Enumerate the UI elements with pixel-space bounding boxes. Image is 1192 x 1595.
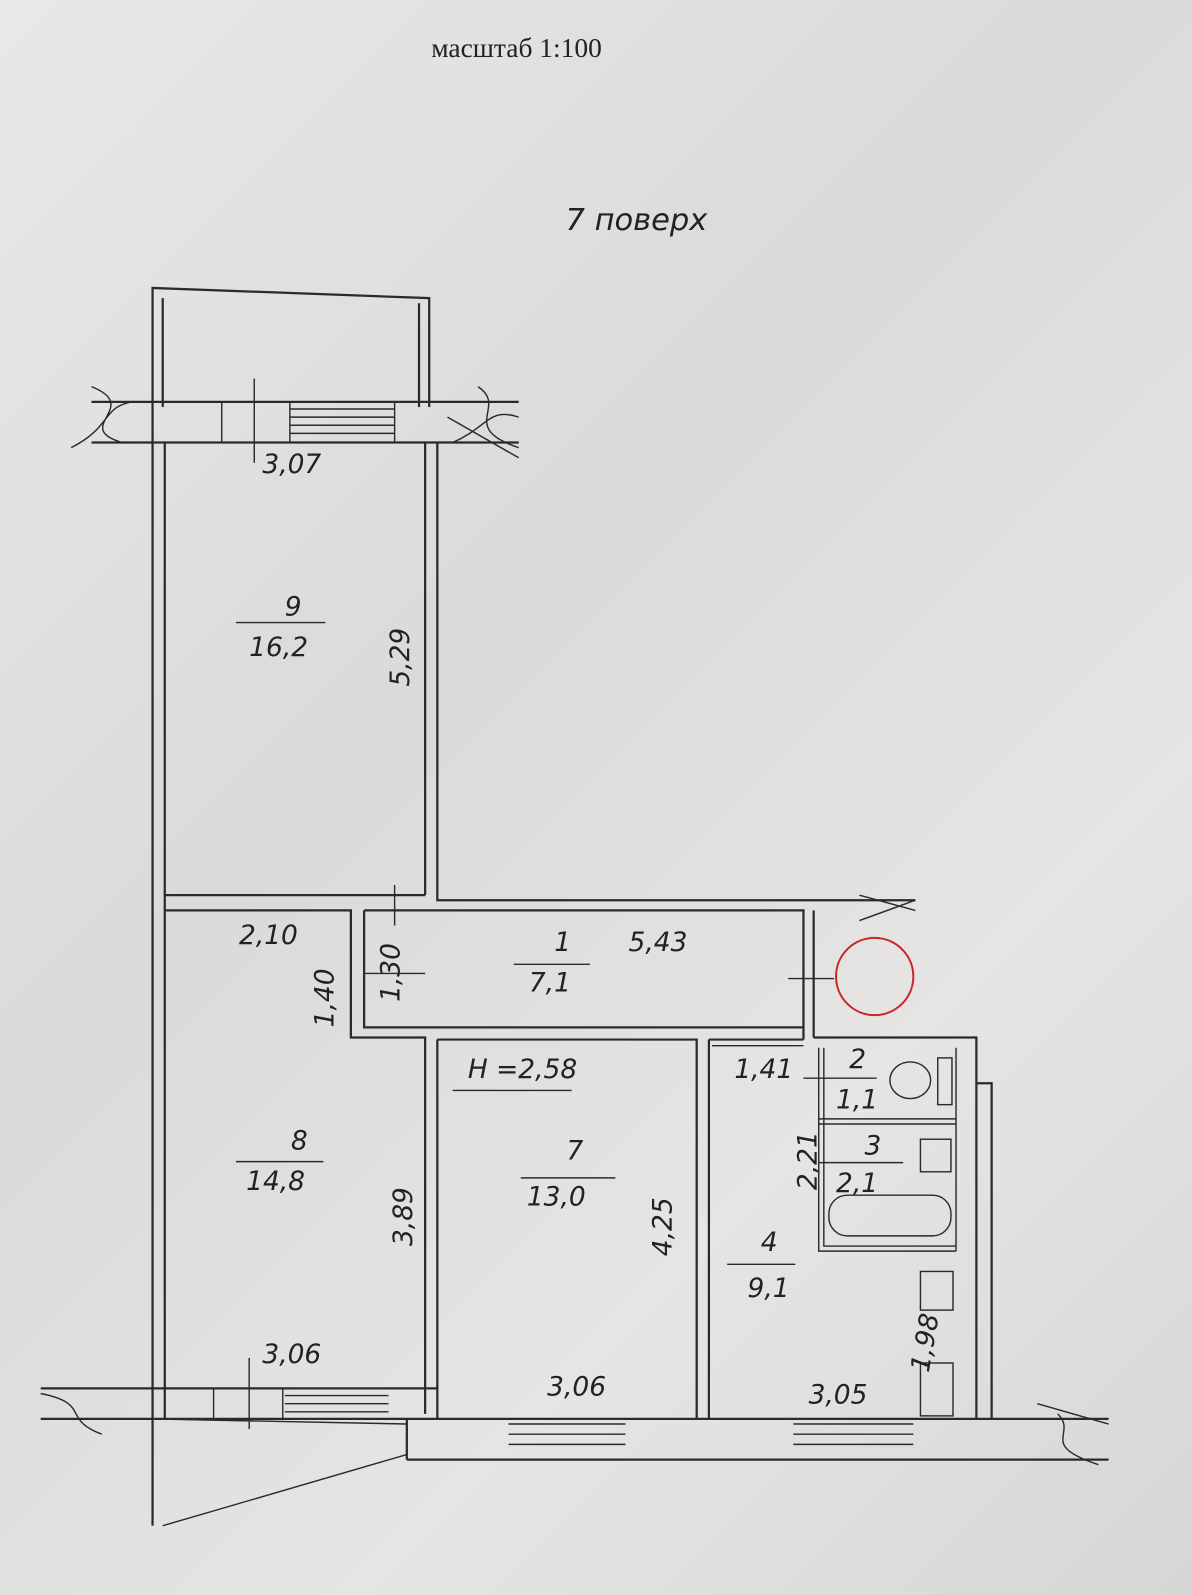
room-7-area: 13,0 bbox=[527, 1181, 586, 1212]
dim-kitchen-side: 1,98 bbox=[905, 1311, 946, 1374]
room-3-number: 3 bbox=[865, 1130, 882, 1161]
top-balcony bbox=[151, 286, 431, 407]
sink-icon bbox=[919, 1138, 952, 1173]
room-2-area: 1,1 bbox=[836, 1085, 878, 1116]
kitchen-sink-icon bbox=[919, 1270, 954, 1311]
room-8-number: 8 bbox=[291, 1125, 308, 1156]
room-1-number: 1 bbox=[554, 927, 571, 958]
red-marker-circle bbox=[835, 936, 915, 1017]
dim-vestibule-b: 1,30 bbox=[376, 943, 407, 1002]
room-7-number: 7 bbox=[567, 1136, 584, 1167]
toilet-icon bbox=[889, 1061, 932, 1100]
fixtures bbox=[828, 1057, 954, 1417]
dim-corridor-length: 5,43 bbox=[629, 927, 688, 958]
room-3-area: 2,1 bbox=[836, 1168, 878, 1199]
room-1-area: 7,1 bbox=[529, 968, 571, 999]
dim-kitchen-top: 1,41 bbox=[734, 1054, 793, 1085]
top-wall bbox=[70, 378, 520, 463]
dim-bath-height: 2,21 bbox=[793, 1131, 824, 1190]
dim-vestibule-a: 1,40 bbox=[310, 968, 341, 1027]
dim-room8-length: 3,89 bbox=[388, 1187, 419, 1246]
dim-room7-width: 3,06 bbox=[547, 1372, 606, 1403]
room-4-number: 4 bbox=[761, 1227, 778, 1258]
room-labels: 9 16,2 8 14,8 7 13,0 1 7,1 4 9,1 2 1,1 3… bbox=[235, 591, 904, 1304]
cistern-icon bbox=[937, 1057, 953, 1106]
room-8-area: 14,8 bbox=[246, 1166, 305, 1197]
room-4-area: 9,1 bbox=[748, 1273, 790, 1304]
dim-room4-width: 3,05 bbox=[809, 1380, 868, 1411]
floor-label: 7 поверх bbox=[565, 203, 708, 238]
dimension-labels: 3,07 5,29 2,10 1,40 1,30 5,43 H =2,58 1,… bbox=[239, 449, 946, 1430]
dim-room7-length: 4,25 bbox=[647, 1197, 678, 1256]
room-9-area: 16,2 bbox=[249, 632, 308, 663]
ceiling-height: H =2,58 bbox=[468, 1054, 577, 1085]
dim-room8-width: 3,06 bbox=[262, 1339, 321, 1370]
scale-label: масштаб 1:100 bbox=[431, 33, 602, 63]
bathtub-icon bbox=[828, 1194, 952, 1237]
dim-room9-width: 3,07 bbox=[262, 449, 321, 480]
walls bbox=[40, 406, 1109, 1527]
room-2-number: 2 bbox=[849, 1044, 866, 1075]
dim-vestibule-width: 2,10 bbox=[239, 920, 298, 951]
room-9-number: 9 bbox=[285, 591, 302, 622]
dim-room9-length: 5,29 bbox=[385, 628, 416, 687]
stove-icon bbox=[919, 1362, 954, 1417]
